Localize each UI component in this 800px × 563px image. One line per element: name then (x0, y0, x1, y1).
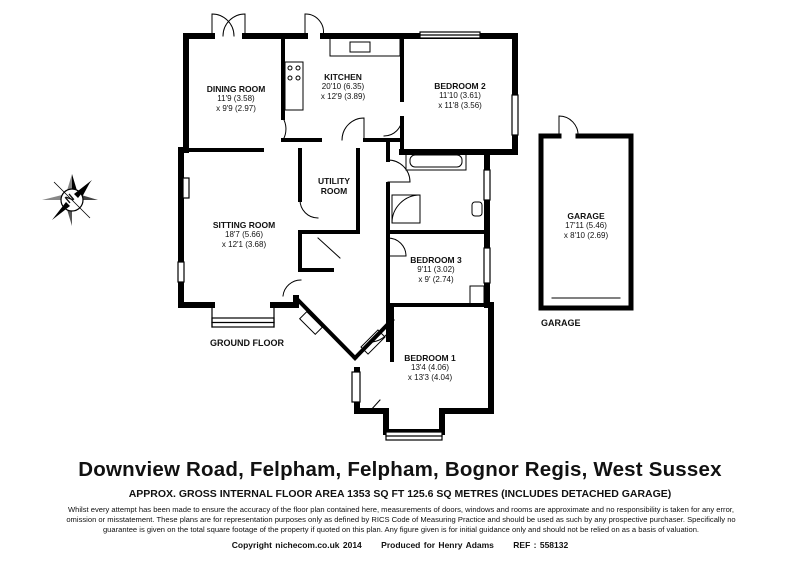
bedroom3-label: BEDROOM 3 9'11 (3.02) x 9' (2.74) (398, 255, 474, 285)
footer-ref: REF : 558132 (513, 540, 569, 550)
disclaimer-text: Whilst every attempt has been made to en… (66, 505, 736, 534)
compass-icon (42, 174, 98, 226)
dining-room-label: DINING ROOM 11'9 (3.58) x 9'9 (2.97) (200, 84, 272, 114)
ground-floor-label: GROUND FLOOR (210, 338, 284, 348)
garage-floor-label: GARAGE (541, 318, 581, 328)
bedroom1-name: BEDROOM 1 (404, 353, 456, 363)
garage-walls (538, 115, 634, 311)
footer-produced: Produced for Henry Adams (381, 540, 494, 550)
utility-name1: UTILITY (317, 176, 351, 186)
bedroom1-label: BEDROOM 1 13'4 (4.06) x 13'3 (4.04) (392, 353, 468, 383)
garage-name: GARAGE (567, 211, 605, 221)
property-title: Downview Road, Felpham, Felpham, Bognor … (78, 458, 722, 481)
dining-room-dim2: x 9'9 (2.97) (216, 104, 256, 113)
sitting-room-label: SITTING ROOM 18'7 (5.66) x 12'1 (3.68) (204, 220, 284, 250)
bedroom2-dim1: 11'10 (3.61) (439, 91, 481, 100)
bedroom3-dim1: 9'11 (3.02) (417, 265, 455, 274)
garage-dim1: 17'11 (5.46) (565, 221, 607, 230)
dining-room-name: DINING ROOM (206, 84, 266, 94)
bedroom2-name: BEDROOM 2 (434, 81, 486, 91)
bedroom2-dim2: x 11'8 (3.56) (438, 101, 482, 110)
dining-room-dim1: 11'9 (3.58) (217, 94, 255, 103)
floor-plan (42, 13, 634, 441)
bay-walls (293, 295, 395, 361)
sitting-room-name: SITTING ROOM (212, 220, 276, 230)
internal-walls (188, 36, 489, 362)
kitchen-name: KITCHEN (324, 72, 362, 82)
fixtures (284, 37, 485, 305)
bedroom3-name: BEDROOM 3 (410, 255, 462, 265)
footer: Copyright nichecom.co.uk 2014 Produced f… (0, 540, 800, 550)
bedroom1-dim1: 13'4 (4.06) (411, 363, 449, 372)
windows (177, 31, 519, 441)
bedroom3-dim2: x 9' (2.74) (418, 275, 454, 284)
doors (211, 13, 411, 412)
kitchen-dim1: 20'10 (6.35) (321, 82, 365, 91)
sitting-room-dim1: 18'7 (5.66) (225, 230, 263, 239)
bedroom1-dim2: x 13'3 (4.04) (407, 373, 453, 382)
kitchen-dim2: x 12'9 (3.89) (320, 92, 366, 101)
utility-room-label: UTILITY ROOM (314, 176, 354, 196)
floor-area: APPROX. GROSS INTERNAL FLOOR AREA 1353 S… (128, 488, 672, 500)
garage-dim2: x 8'10 (2.69) (563, 231, 609, 240)
sitting-room-dim2: x 12'1 (3.68) (221, 240, 267, 249)
bedroom2-label: BEDROOM 2 11'10 (3.61) x 11'8 (3.56) (420, 81, 500, 111)
footer-copyright: Copyright nichecom.co.uk 2014 (231, 540, 362, 550)
kitchen-label: KITCHEN 20'10 (6.35) x 12'9 (3.89) (308, 72, 378, 102)
garage-room-label: GARAGE 17'11 (5.46) x 8'10 (2.69) (548, 211, 624, 241)
utility-name2: ROOM (320, 186, 348, 196)
